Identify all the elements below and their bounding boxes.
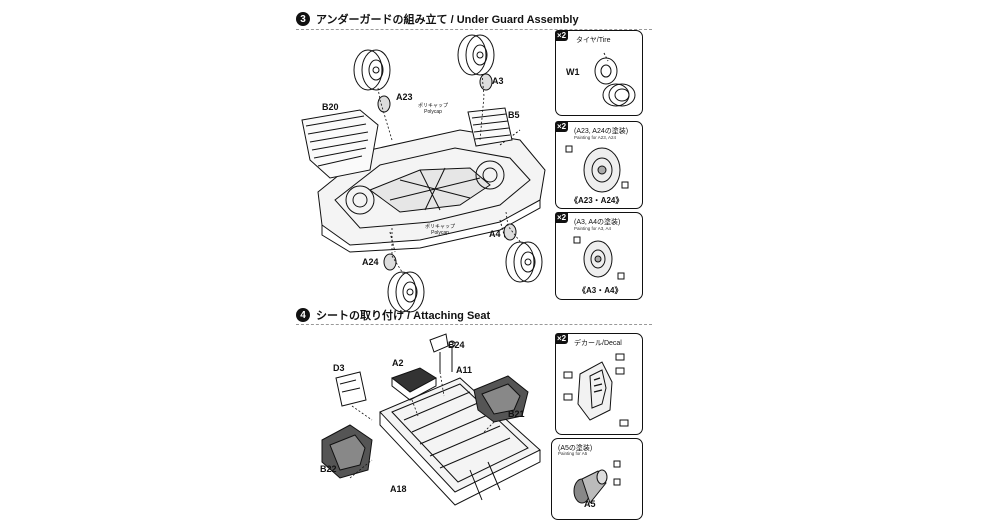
decal-box: ×2 デカール/Decal	[555, 333, 643, 435]
step4-divider	[296, 324, 652, 325]
wheel-bottom-right	[505, 241, 543, 283]
polycap-bottom-en: Polycap	[431, 230, 449, 236]
wheel-top-right	[457, 34, 495, 76]
a3-a4-box-tag: ×2	[555, 212, 569, 223]
a3-a4-box-caption: 《A3・A4》	[578, 286, 623, 295]
floor-pan-illustration	[379, 377, 541, 506]
step4-title: シートの取り付け / Attaching Seat	[316, 310, 491, 322]
b5-grille-illustration	[467, 107, 513, 147]
decal-box-tag: ×2	[555, 333, 569, 344]
a3-a4-box-subtitle: Painting for A3, A4	[574, 226, 612, 231]
step3-header: 3 アンダーガードの組み立て / Under Guard Assembly	[296, 11, 579, 27]
label-b20: B20	[322, 102, 339, 112]
step4-number: 4	[296, 308, 310, 322]
label-d3: D3	[333, 363, 345, 373]
step4-header: 4 シートの取り付け / Attaching Seat	[296, 307, 490, 323]
brake-disc-a24	[383, 253, 397, 271]
a5-painting-box: (A5の塗装) Painting for A5 A5	[551, 438, 643, 520]
pedal-d3-illustration	[335, 371, 367, 407]
polycap-top-jp: ポリキャップ	[418, 103, 449, 109]
tire-box-drawing	[594, 52, 636, 107]
wheel-bottom-left	[387, 271, 425, 313]
a23-a24-box-subtitle: Painting for A23, A24	[574, 135, 617, 140]
tire-box: ×2 タイヤ/Tire W1	[555, 30, 643, 116]
label-a23: A23	[396, 92, 413, 102]
a5-box-subtitle: Painting for A5	[558, 451, 588, 456]
tire-box-tag: ×2	[555, 30, 569, 41]
step3-title: アンダーガードの組み立て / Under Guard Assembly	[316, 14, 579, 26]
label-a3: A3	[492, 76, 504, 86]
label-b24: B24	[448, 340, 465, 350]
a5-box-drawing	[573, 460, 621, 505]
tire-box-part: W1	[566, 67, 580, 77]
a23-a24-painting-box: ×2 (A23, A24の塗装) Painting for A23, A24 《…	[555, 121, 643, 209]
label-a11: A11	[456, 365, 473, 375]
label-b22: B22	[320, 464, 337, 474]
polycap-bottom-jp: ポリキャップ	[425, 224, 456, 230]
step3-number: 3	[296, 12, 310, 26]
a3-a4-painting-box: ×2 (A3, A4の塗装) Painting for A3, A4 《A3・A…	[555, 212, 643, 300]
assembly-guides	[377, 73, 523, 276]
decal-box-drawing	[563, 353, 629, 427]
label-a4: A4	[489, 229, 501, 239]
a23-a24-box-title: (A23, A24の塗装)	[574, 128, 629, 135]
a3-a4-box-drawing	[573, 236, 625, 280]
a23-a24-box-caption: 《A23・A24》	[570, 196, 624, 205]
a23-a24-box-tag: ×2	[555, 121, 569, 132]
label-b5: B5	[508, 110, 520, 120]
step4-assembly-guides	[349, 371, 495, 479]
a2-part-illustration	[390, 367, 437, 401]
wheel-top-left	[353, 49, 391, 91]
polycap-bottom-label: ポリキャップ Polycap	[425, 224, 455, 236]
b20-wing-illustration	[301, 109, 379, 179]
step3-divider	[296, 29, 652, 30]
polycap-top-en: Polycap	[424, 109, 442, 115]
chassis-illustration	[317, 129, 546, 253]
a5-box-title: (A5の塗装)	[558, 445, 593, 452]
label-a2: A2	[392, 358, 404, 368]
tire-box-title: タイヤ/Tire	[576, 37, 611, 44]
brake-disc-a4	[503, 223, 517, 241]
a23-a24-box-drawing	[565, 145, 629, 193]
right-seat-illustration	[473, 375, 529, 423]
label-a18: A18	[390, 484, 407, 494]
label-a24: A24	[362, 257, 379, 267]
a3-a4-box-title: (A3, A4の塗装)	[574, 219, 621, 226]
decal-box-title: デカール/Decal	[574, 340, 622, 347]
polycap-top-label: ポリキャップ Polycap	[418, 103, 448, 115]
a5-box-part: A5	[584, 499, 596, 509]
left-seat-illustration	[321, 424, 373, 479]
label-b21: B21	[508, 409, 525, 419]
shifter-illustration	[429, 333, 456, 372]
